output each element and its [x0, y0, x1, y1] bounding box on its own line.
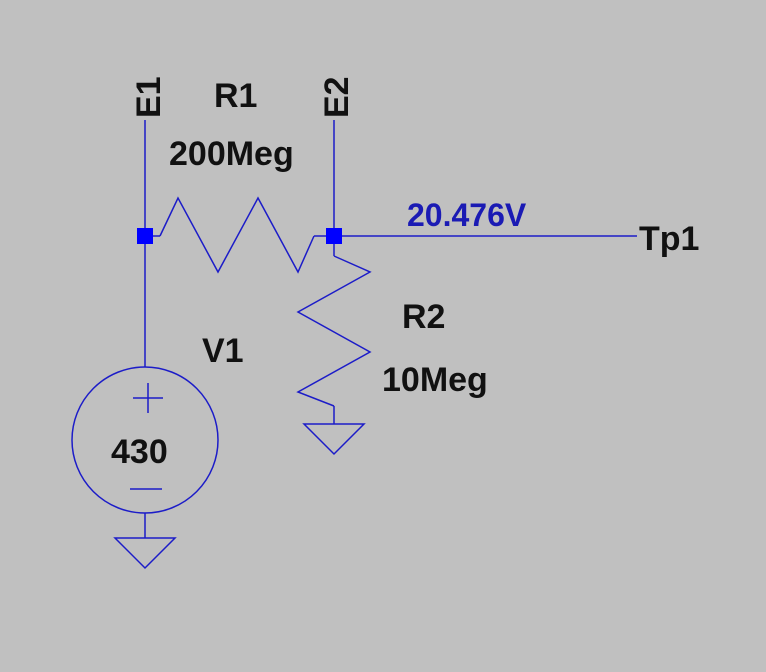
- source-v1-value: 430: [111, 433, 168, 471]
- resistor-r1-icon: [159, 196, 315, 274]
- junction-node-e1: [137, 228, 153, 244]
- net-label-e1: E1: [130, 76, 168, 118]
- net-label-tp1: Tp1: [639, 220, 699, 258]
- resistor-r2-icon: [296, 255, 372, 407]
- resistor-r1-name: R1: [214, 77, 257, 115]
- ground-v1-icon: [113, 537, 177, 570]
- resistor-r1-value: 200Meg: [169, 135, 294, 173]
- junction-node-e2: [326, 228, 342, 244]
- resistor-r2-value: 10Meg: [382, 361, 488, 399]
- node-voltage-readout: 20.476V: [407, 197, 527, 233]
- source-v1-name: V1: [202, 332, 244, 370]
- ground-r2-icon: [302, 423, 366, 456]
- net-label-e2: E2: [318, 76, 356, 118]
- resistor-r2-name: R2: [402, 298, 445, 336]
